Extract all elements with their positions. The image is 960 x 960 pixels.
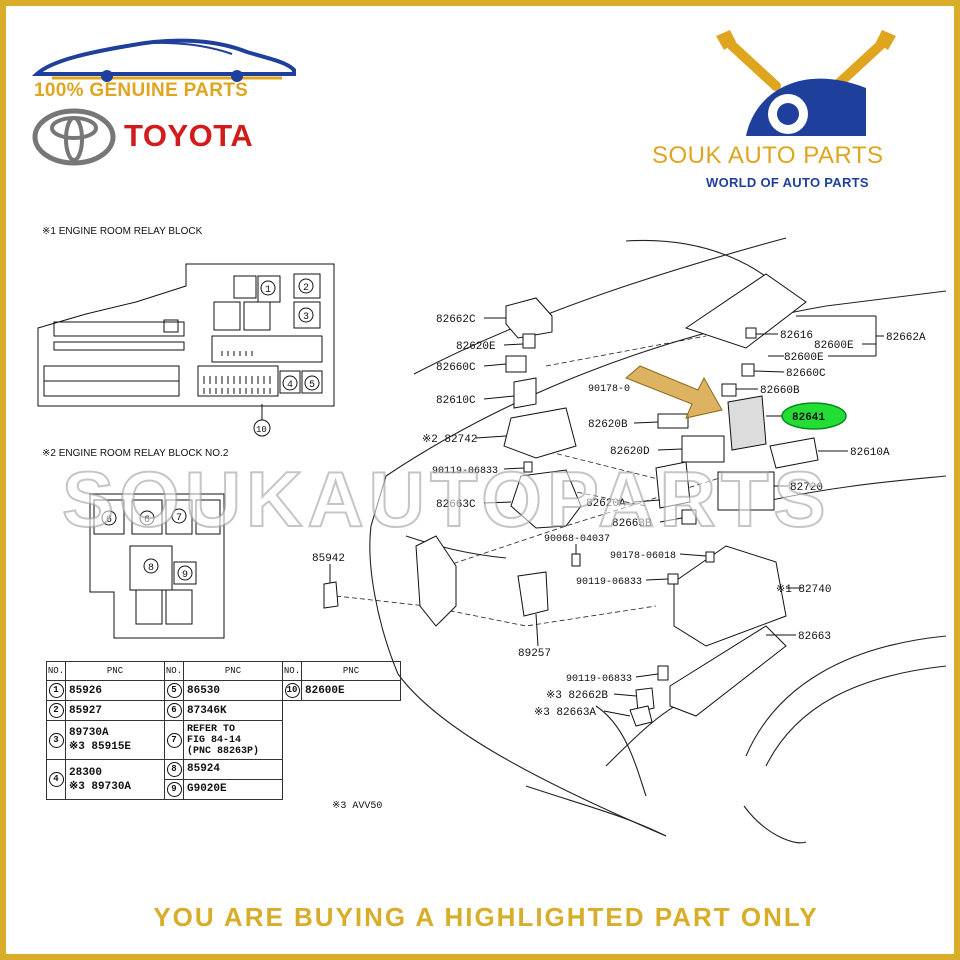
svg-text:82660C: 82660C xyxy=(786,368,826,380)
highlighted-part-number: 82641 xyxy=(792,412,825,424)
relay-block-inset-1 xyxy=(37,263,335,437)
svg-text:82620B: 82620B xyxy=(588,419,628,431)
svg-text:89257: 89257 xyxy=(518,648,551,660)
svg-text:82600E: 82600E xyxy=(814,340,854,352)
inset1-title: ※1 ENGINE ROOM RELAY BLOCK xyxy=(42,226,203,237)
svg-text:90178-0: 90178-0 xyxy=(588,384,630,395)
table-row: 1 85926 5 86530 10 82600E xyxy=(46,680,401,701)
svg-text:5: 5 xyxy=(309,380,315,391)
svg-text:85942: 85942 xyxy=(312,553,345,565)
car-logo-icon xyxy=(32,38,296,82)
svg-text:82663C: 82663C xyxy=(436,499,476,511)
svg-text:※3 82663A: ※3 82663A xyxy=(534,707,596,719)
svg-text:※2 82742: ※2 82742 xyxy=(422,434,477,446)
svg-text:6: 6 xyxy=(106,515,112,526)
table-row: 2 85927 6 87346K xyxy=(46,700,401,721)
svg-text:9: 9 xyxy=(182,570,188,581)
svg-text:1: 1 xyxy=(265,285,271,296)
shop-tagline: WORLD OF AUTO PARTS xyxy=(706,175,869,190)
toyota-emblem-icon xyxy=(32,108,116,166)
pnc-table: NO. PNC NO. PNC NO. PNC 1 85926 5 86530 … xyxy=(46,661,401,800)
relay-block-inset-2 xyxy=(89,493,225,639)
footer-notice: YOU ARE BUYING A HIGHLIGHTED PART ONLY xyxy=(153,902,819,932)
part-shapes xyxy=(323,273,819,727)
svg-text:82662A: 82662A xyxy=(886,332,926,344)
avv50-note: ※3 AVV50 xyxy=(332,801,382,812)
svg-text:90178-06018: 90178-06018 xyxy=(610,551,676,562)
svg-text:82660C: 82660C xyxy=(436,362,476,374)
genuine-parts-text: 100% GENUINE PARTS xyxy=(34,80,249,101)
svg-text:82663B: 82663B xyxy=(612,518,652,530)
svg-text:82616: 82616 xyxy=(780,330,813,342)
parts-diagram: ※1 ENGINE ROOM RELAY BLOCK 1 2 3 4 xyxy=(37,226,947,844)
svg-text:7: 7 xyxy=(176,513,182,524)
souk-logo-icon xyxy=(716,30,896,136)
svg-text:90119-06833: 90119-06833 xyxy=(576,577,642,588)
svg-text:※3 82662B: ※3 82662B xyxy=(546,690,608,702)
table-header-row: NO. PNC NO. PNC NO. PNC xyxy=(46,661,401,681)
svg-text:90068-04037: 90068-04037 xyxy=(544,534,610,545)
svg-text:82663: 82663 xyxy=(798,631,831,643)
svg-text:82620E: 82620E xyxy=(456,341,496,353)
callout-labels: 82662C 82620E 82660C 82610C ※2 82742 901… xyxy=(312,314,926,719)
svg-text:8: 8 xyxy=(148,563,154,574)
toyota-brand-text: TOYOTA xyxy=(124,118,254,153)
svg-text:82720: 82720 xyxy=(790,482,823,494)
svg-text:82600E: 82600E xyxy=(784,352,824,364)
svg-text:90119-06833: 90119-06833 xyxy=(566,674,632,685)
svg-text:6: 6 xyxy=(144,515,150,526)
inset2-title: ※2 ENGINE ROOM RELAY BLOCK NO.2 xyxy=(42,448,229,459)
watermark-text: SOUKAUTOPARTS xyxy=(61,454,831,544)
svg-text:82662C: 82662C xyxy=(436,314,476,326)
svg-text:2: 2 xyxy=(303,283,309,294)
svg-text:※1 82740: ※1 82740 xyxy=(776,584,831,596)
svg-text:90119-06833: 90119-06833 xyxy=(432,466,498,477)
svg-text:82660B: 82660B xyxy=(760,385,800,397)
svg-text:4: 4 xyxy=(287,380,293,391)
svg-text:82620D: 82620D xyxy=(610,446,650,458)
inset2-numbers: 6 6 7 8 9 xyxy=(101,508,193,581)
fuse-slots xyxy=(203,351,271,394)
shop-name: SOUK AUTO PARTS xyxy=(652,142,884,169)
svg-text:3: 3 xyxy=(303,312,309,323)
svg-text:82620A: 82620A xyxy=(586,498,626,510)
highlight-arrow-icon xyxy=(625,365,723,419)
svg-text:82610C: 82610C xyxy=(436,395,476,407)
svg-text:10: 10 xyxy=(256,425,267,435)
svg-text:82610A: 82610A xyxy=(850,447,890,459)
inset1-numbers: 1 2 3 4 5 10 xyxy=(256,278,320,435)
callout-leaders xyxy=(329,315,884,717)
